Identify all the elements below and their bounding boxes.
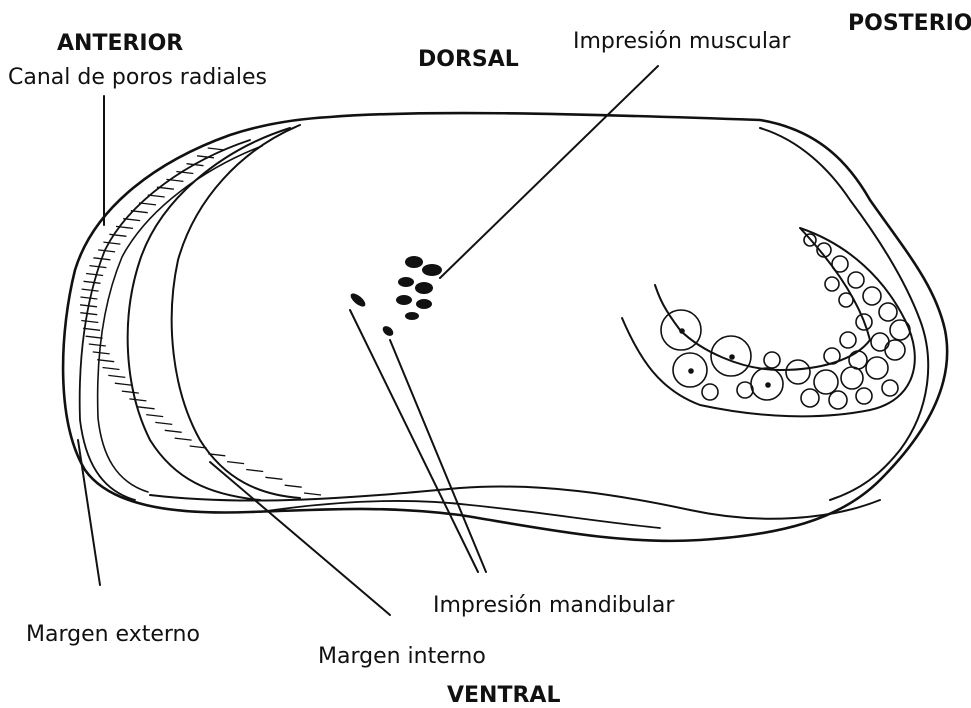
label-ventral: VENTRAL — [447, 683, 560, 708]
muscle-scar-1 — [405, 256, 423, 268]
label-muscle-scar: Impresión muscular — [573, 29, 791, 54]
pore-canal — [265, 477, 282, 479]
muscle-scars — [396, 256, 442, 320]
pore-canal — [82, 289, 99, 291]
pore-canal — [138, 407, 155, 409]
pore-canal — [89, 344, 106, 346]
leader-inner-margin — [210, 462, 390, 615]
leader-mandibular-scar-2 — [390, 340, 486, 572]
mandibular-scars — [349, 291, 396, 338]
pore-canal — [165, 430, 182, 432]
egg-nucleus — [689, 369, 693, 373]
label-radial-pore-canal: Canal de poros radiales — [8, 65, 267, 90]
pore-canal — [122, 391, 139, 393]
egg — [882, 380, 898, 396]
valve-outer-outline — [63, 113, 947, 541]
label-outer-margin: Margen externo — [26, 622, 200, 647]
pore-canal — [175, 438, 192, 440]
pore-canal — [81, 321, 98, 323]
pore-canal — [93, 352, 110, 354]
egg — [849, 351, 867, 369]
egg — [801, 389, 819, 407]
muscle-scar-4 — [415, 282, 433, 294]
pore-canal — [103, 242, 120, 244]
egg — [814, 370, 838, 394]
egg — [825, 277, 839, 291]
label-anterior: ANTERIOR — [57, 31, 183, 56]
egg — [832, 256, 848, 272]
egg — [879, 303, 897, 321]
pore-canal — [108, 375, 125, 377]
muscle-scar-6 — [416, 299, 432, 309]
pore-canal — [109, 234, 126, 236]
egg — [764, 352, 780, 368]
label-inner-margin: Margen interno — [318, 644, 486, 669]
outer-margin-band — [80, 140, 250, 500]
pore-canal — [97, 360, 114, 362]
leader-mandibular-scar-1 — [350, 310, 478, 572]
muscle-scar-5 — [396, 295, 412, 305]
egg — [841, 367, 863, 389]
pore-canal — [103, 368, 120, 370]
egg — [890, 320, 910, 340]
mandibular-scar-2 — [381, 324, 395, 338]
egg — [824, 348, 840, 364]
pore-canal — [80, 297, 97, 299]
leader-muscle-scar — [440, 66, 658, 278]
egg — [786, 360, 810, 384]
eggs — [661, 234, 910, 409]
egg — [885, 340, 905, 360]
pore-canal — [115, 383, 132, 385]
pore-canal — [146, 415, 163, 417]
inner-margin-line — [128, 128, 290, 500]
egg — [866, 357, 888, 379]
pore-canal — [83, 328, 100, 330]
pore-canal — [155, 422, 172, 424]
egg-mass-outline — [622, 228, 915, 416]
egg — [863, 287, 881, 305]
egg — [848, 272, 864, 288]
muscle-scar-2 — [422, 264, 442, 276]
egg-nucleus — [730, 355, 734, 359]
ventral-inner-curve — [150, 487, 880, 519]
muscle-scar-7 — [405, 312, 419, 320]
egg — [737, 382, 753, 398]
egg — [840, 332, 856, 348]
pore-canal — [80, 313, 97, 315]
pore-canal — [86, 336, 103, 338]
inner-lamella-line — [172, 125, 300, 498]
pore-canal — [285, 485, 302, 487]
egg — [702, 384, 718, 400]
egg-nucleus — [680, 329, 684, 333]
pore-canal — [227, 462, 244, 464]
leader-outer-margin — [78, 440, 100, 585]
egg — [839, 293, 853, 307]
pore-canal — [304, 493, 321, 495]
egg — [829, 391, 847, 409]
pore-canal — [139, 203, 156, 205]
label-posterior: POSTERIO — [848, 11, 971, 36]
label-mandibular-scar: Impresión mandibular — [433, 593, 675, 618]
egg — [871, 333, 889, 351]
label-dorsal: DORSAL — [418, 47, 519, 72]
pore-canal — [129, 399, 146, 401]
pore-canal — [208, 148, 225, 150]
pore-canal — [86, 274, 103, 276]
egg-nucleus — [766, 383, 770, 387]
mandibular-scar-1 — [349, 291, 368, 309]
pore-canal — [98, 250, 115, 252]
pore-canal — [84, 281, 101, 283]
egg — [856, 388, 872, 404]
pore-canal — [246, 470, 263, 472]
radial-pore-canals — [80, 148, 321, 495]
muscle-scar-3 — [398, 277, 414, 287]
